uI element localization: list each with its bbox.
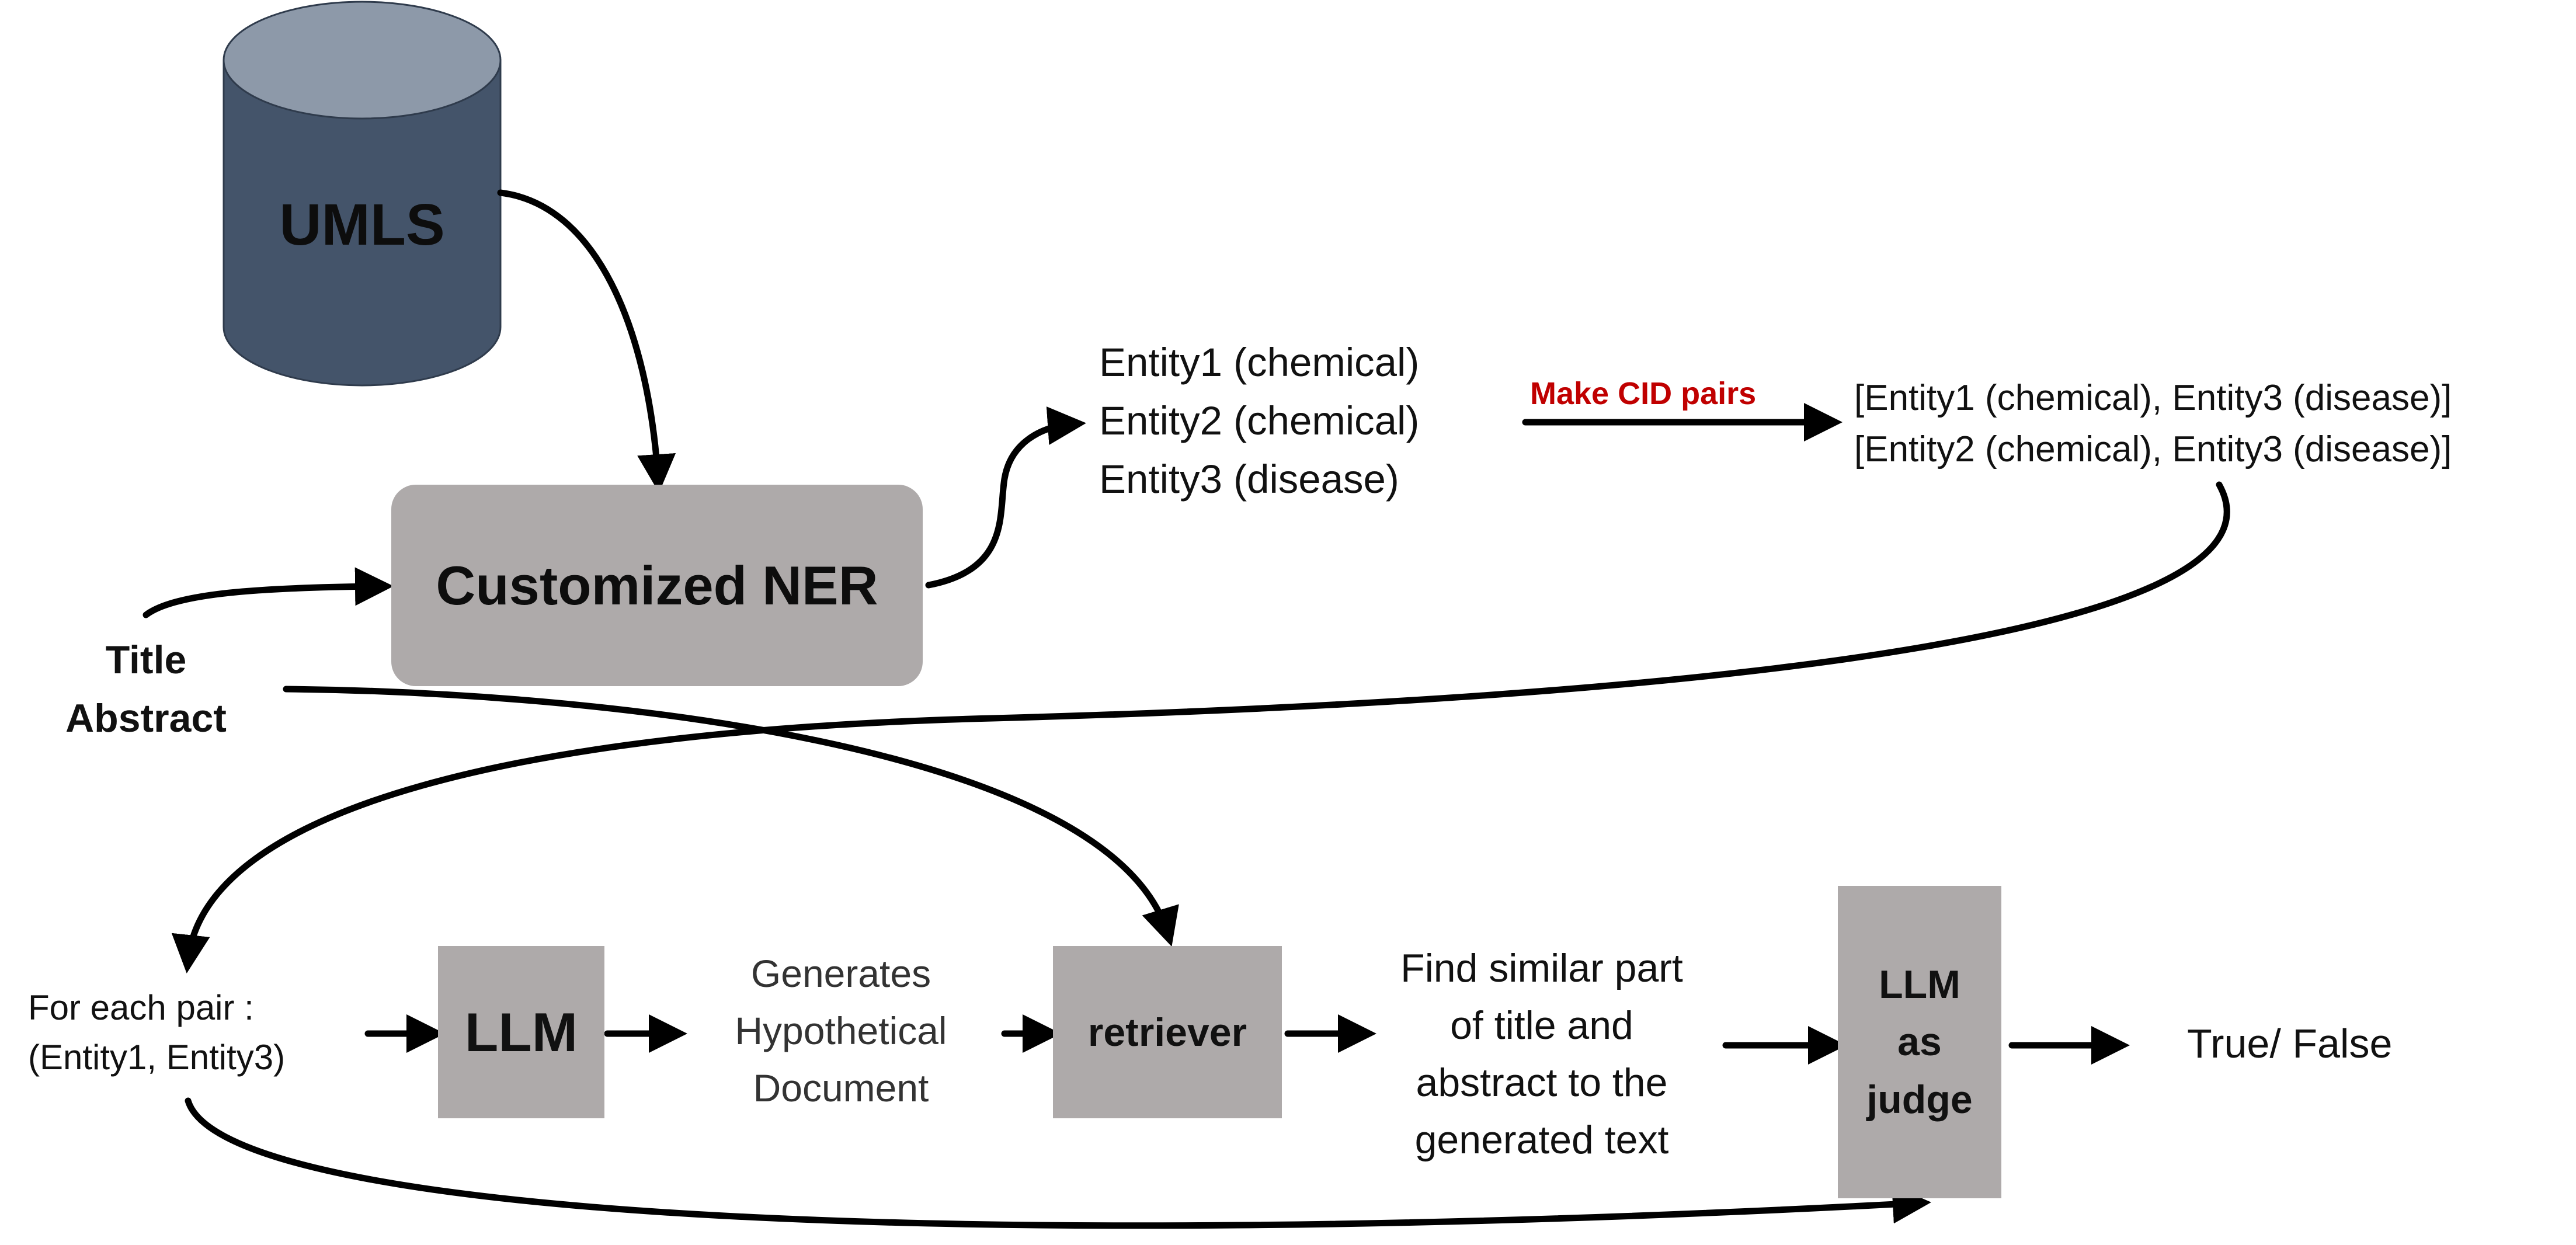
umls-database-cylinder (223, 1, 502, 387)
customized-ner-box: Customized NER (391, 485, 923, 686)
arrow-umls-to-ner (497, 189, 676, 493)
arrow-foreach-to-judge (185, 1097, 1931, 1229)
retriever-box: retriever (1053, 946, 1282, 1118)
customized-ner-label: Customized NER (436, 554, 878, 616)
entity-pair-label: (Entity1, Entity3) (28, 1038, 286, 1077)
arrow-pairs-to-foreach (171, 481, 2230, 973)
input-abstract: Abstract (65, 696, 227, 740)
hypothetical-line-1: Generates (750, 952, 931, 995)
arrow-abstract-to-retriever (283, 686, 1179, 947)
judge-line-3: judge (1866, 1077, 1973, 1122)
input-title: Title (105, 638, 187, 682)
pair-2: [Entity2 (chemical), Entity3 (disease)] (1854, 429, 2452, 470)
umls-label: UMLS (279, 192, 445, 258)
arrow-ner-to-entities (925, 406, 1086, 589)
find-similar-line-4: generated text (1414, 1118, 1669, 1162)
retriever-label: retriever (1087, 1010, 1247, 1055)
llm-judge-box: LLM as judge (1838, 886, 2001, 1198)
judge-line-2: as (1897, 1020, 1942, 1065)
make-cid-pairs-label: Make CID pairs (1530, 376, 1757, 411)
entity-1: Entity1 (chemical) (1099, 340, 1420, 385)
find-similar-line-2: of title and (1450, 1003, 1633, 1048)
llm-box: LLM (438, 946, 604, 1118)
for-each-pair-label: For each pair : (28, 988, 254, 1027)
hypothetical-line-3: Document (753, 1066, 929, 1110)
entity-2: Entity2 (chemical) (1099, 398, 1420, 443)
find-similar-line-1: Find similar part (1400, 946, 1683, 990)
pair-1: [Entity1 (chemical), Entity3 (disease)] (1854, 378, 2452, 418)
judge-line-1: LLM (1879, 962, 1960, 1007)
llm-label: LLM (464, 1001, 578, 1063)
output-label: True/ False (2187, 1021, 2393, 1066)
arrow-title-to-ner (142, 567, 394, 618)
hypothetical-line-2: Hypothetical (735, 1009, 947, 1052)
entity-3: Entity3 (disease) (1099, 457, 1399, 502)
find-similar-line-3: abstract to the (1416, 1060, 1668, 1105)
